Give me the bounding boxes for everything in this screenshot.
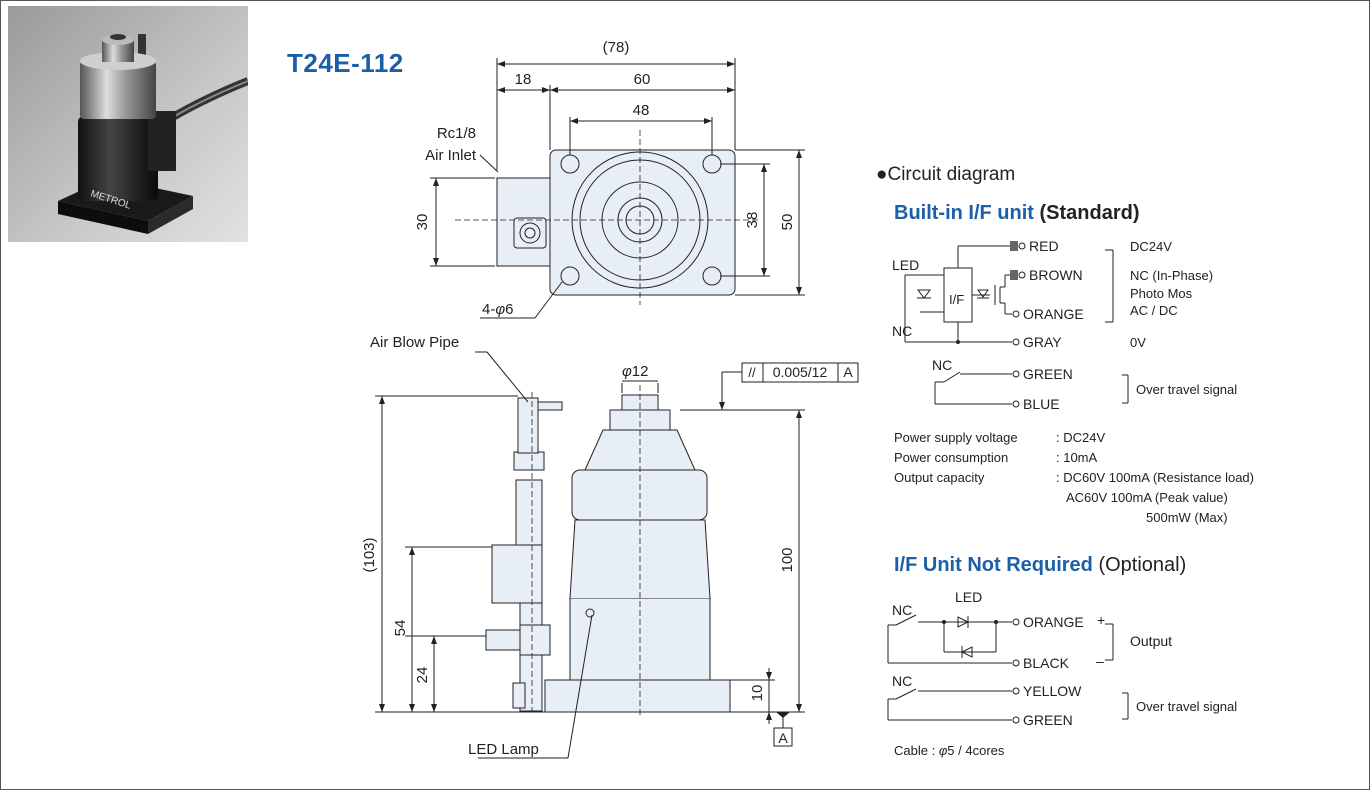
dim-height-100: 100 bbox=[779, 547, 796, 572]
parallelism-datum: A bbox=[843, 364, 853, 380]
dim-body-width: 60 bbox=[634, 71, 651, 88]
holes-label: 4-φ6 bbox=[482, 301, 513, 318]
port-label: Rc1/8 bbox=[437, 125, 476, 142]
dim-height-30: 30 bbox=[414, 214, 431, 231]
dim-pitch-38: 38 bbox=[744, 212, 761, 229]
dim-height-24: 24 bbox=[414, 667, 431, 684]
parallelism-symbol: // bbox=[748, 365, 756, 380]
product-photo: METROL bbox=[8, 6, 248, 242]
parallelism-value: 0.005/12 bbox=[773, 364, 828, 380]
air-inlet-label: Air Inlet bbox=[425, 147, 477, 164]
dim-height-54: 54 bbox=[392, 620, 409, 637]
air-blow-pipe-label: Air Blow Pipe bbox=[370, 334, 459, 351]
led-lamp-label: LED Lamp bbox=[468, 741, 539, 758]
dimension-drawing: (78) 18 60 48 30 38 50 Rc1/8 Air Inlet 4… bbox=[361, 39, 859, 759]
dim-overall-height: (103) bbox=[361, 537, 378, 572]
model-title: T24E-112 bbox=[287, 48, 404, 78]
dim-overall-width: (78) bbox=[603, 39, 630, 56]
dim-left-width: 18 bbox=[515, 71, 532, 88]
datum-a-label: A bbox=[778, 730, 788, 746]
dim-body-50: 50 bbox=[779, 214, 796, 231]
dim-height-10: 10 bbox=[749, 685, 766, 702]
stem-diameter-label: φ12 bbox=[622, 363, 648, 380]
dim-bolt-pitch: 48 bbox=[633, 102, 650, 119]
